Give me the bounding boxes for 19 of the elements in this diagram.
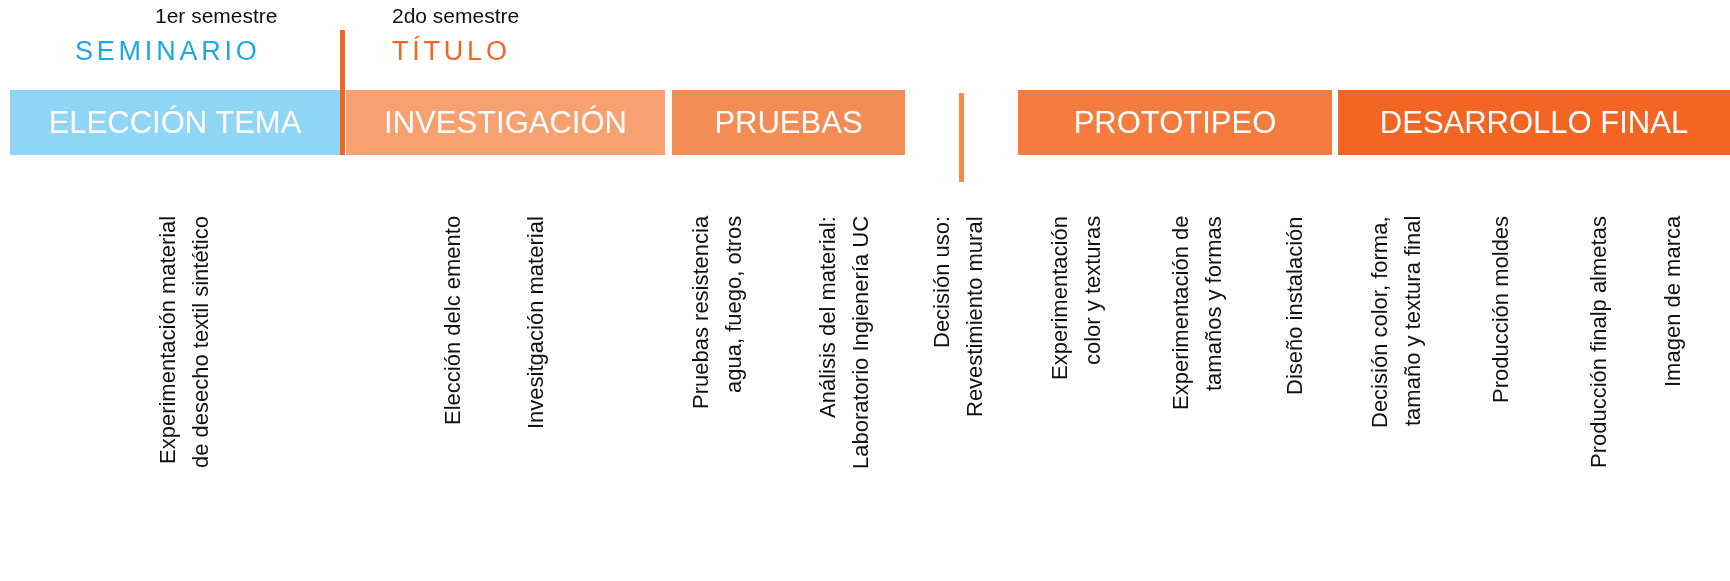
task-label: Decisión uso: Revestimiento mural xyxy=(928,216,988,419)
phase-bar: PRUEBAS xyxy=(672,90,905,155)
task-label: Producción moldes xyxy=(1486,216,1514,406)
task-label: Experimentación material de desecho textil sintético xyxy=(154,216,214,470)
semester-label: 1er semestre xyxy=(155,4,278,28)
task-label: Producción finalp almetas xyxy=(1584,216,1612,470)
semester-label: 2do semestre xyxy=(392,4,520,28)
task-label: Pruebas resistencia agua, fuego, otros xyxy=(687,216,747,412)
period-heading: TÍTULO xyxy=(392,36,511,67)
task-label: Experimentación color y texturas xyxy=(1046,216,1106,382)
task-label: Invesitgación material xyxy=(521,216,549,431)
phase-bar: INVESTIGACIÓN xyxy=(346,90,665,155)
task-label: Elección delc emento xyxy=(438,216,466,428)
task-label: Imagen de marca xyxy=(1658,216,1686,390)
period-heading: SEMINARIO xyxy=(75,36,261,67)
phase-bar: PROTOTIPEO xyxy=(1018,90,1332,155)
phase-bar: DESARROLLO FINAL xyxy=(1338,90,1730,155)
task-label: Diseño instalación xyxy=(1280,216,1308,397)
phase-bar: ELECCIÓN TEMA xyxy=(10,90,340,155)
